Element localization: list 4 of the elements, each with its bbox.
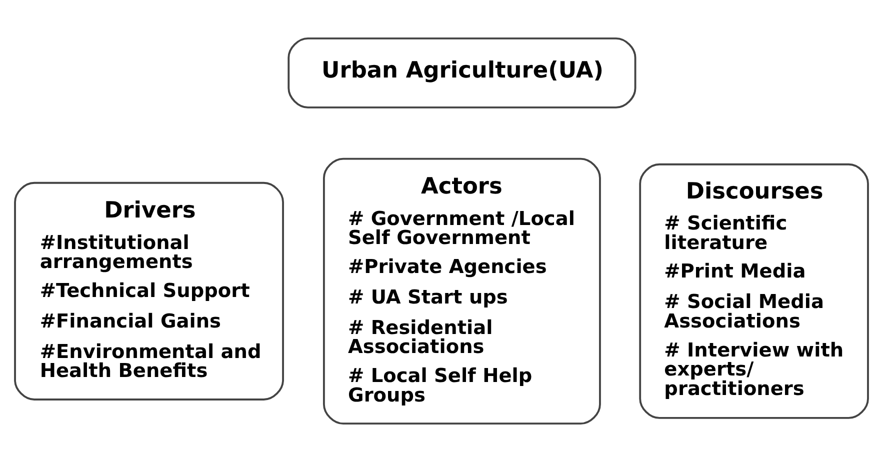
node-box: Drivers #Institutional arrangements #Technical Support #Financial Gains #Environmental and Health Benefits <box>14 182 284 400</box>
node-box: Urban Agriculture(UA) <box>288 37 636 108</box>
node-box: Actors # Government /Local Self Government #Private Agencies # UA Start ups # Residential Associations # Local Self Help Groups <box>322 158 601 425</box>
node-box: Discourses # Scientific literature #Print Media # Social Media Associations # Interview with experts/ practitioners <box>639 163 869 419</box>
